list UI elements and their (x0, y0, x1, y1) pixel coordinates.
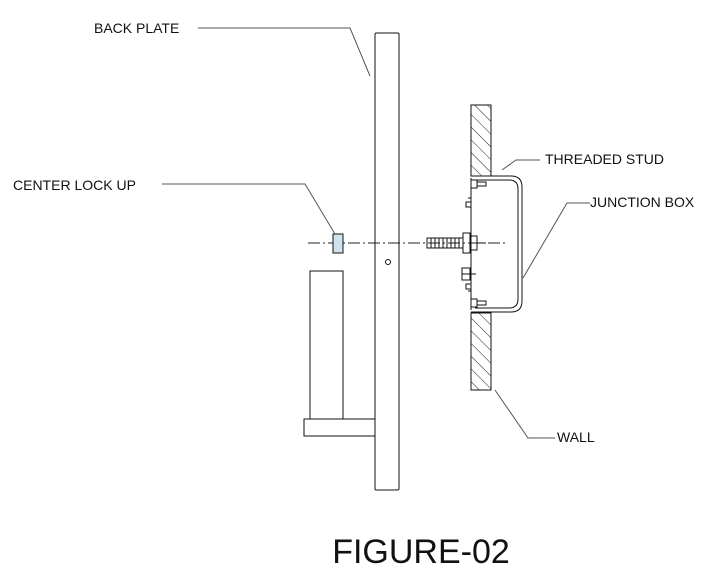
junction-box-label: JUNCTION BOX (590, 194, 695, 210)
center-lock-up (332, 233, 344, 254)
back-plate (374, 32, 400, 491)
center-lock-up-leader (162, 183, 336, 235)
threaded-studs (461, 179, 487, 308)
wall (470, 104, 492, 391)
support-bracket (303, 270, 376, 437)
junction-box (468, 175, 523, 313)
center-lock-up-label: CENTER LOCK UP (13, 177, 136, 193)
junction-box-leader (522, 202, 590, 279)
wall-label: WALL (557, 429, 595, 445)
back-plate-hole (385, 259, 391, 265)
threaded-stud-leader (501, 159, 540, 171)
back-plate-leader (198, 27, 371, 77)
threaded-bolt (426, 232, 486, 254)
back-plate-label: BACK PLATE (94, 20, 179, 36)
figure-caption: FIGURE-02 (332, 533, 510, 571)
threaded-stud-label: THREADED STUD (545, 151, 664, 167)
wall-leader (494, 389, 555, 439)
